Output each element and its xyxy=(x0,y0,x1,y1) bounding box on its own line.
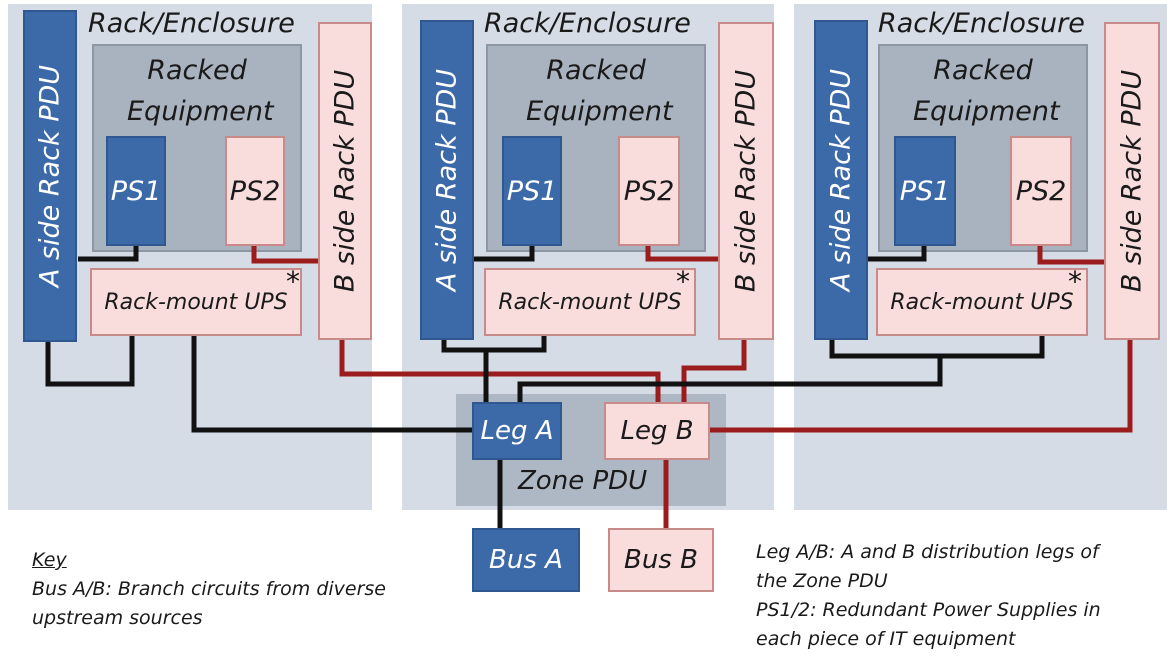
a-side-rack-pdu: A side Rack PDU xyxy=(420,20,474,340)
rack-mount-ups-label: Rack-mount UPS xyxy=(498,289,682,315)
rack-mount-ups-label: Rack-mount UPS xyxy=(890,289,1074,315)
racked-equipment-text: Racked Equipment xyxy=(913,55,1060,127)
wire-a xyxy=(78,246,139,262)
b-side-rack-pdu: B side Rack PDU xyxy=(718,22,774,340)
wire-a xyxy=(191,336,472,433)
leg-b: Leg B xyxy=(604,402,710,460)
racked-equipment-text: Racked Equipment xyxy=(526,55,673,127)
key-heading: Key xyxy=(32,549,67,571)
bus-a-label: Bus A xyxy=(489,545,563,575)
racked-equipment-label: Racked Equipment xyxy=(878,50,1088,132)
ups-footnote-mark: * xyxy=(286,265,300,298)
ps1-label: PS1 xyxy=(506,175,558,207)
leg-b-label: Leg B xyxy=(620,416,694,446)
racked-equipment-text: Racked Equipment xyxy=(127,55,274,127)
rack-title: Rack/Enclosure xyxy=(878,8,1085,39)
wire-a xyxy=(829,336,1045,359)
zone-pdu-label: Zone PDU xyxy=(518,466,648,496)
rack-mount-ups: Rack-mount UPS xyxy=(876,268,1088,336)
bus-b-label: Bus B xyxy=(624,545,698,575)
leg-a-label: Leg A xyxy=(480,416,554,446)
wire-a xyxy=(868,246,927,262)
rack-mount-ups: Rack-mount UPS xyxy=(484,268,696,336)
ups-footnote-mark: * xyxy=(676,265,690,298)
wire-a xyxy=(441,336,547,353)
wire-a xyxy=(517,356,943,412)
wire-b xyxy=(339,340,661,412)
bus-b: Bus B xyxy=(608,528,714,592)
wire-a xyxy=(474,246,535,262)
wire-b xyxy=(645,246,718,262)
ps1-label: PS1 xyxy=(899,175,951,207)
a-side-rack-pdu: A side Rack PDU xyxy=(23,10,77,342)
ps1-power-supply: PS1 xyxy=(894,136,956,246)
key-left: Key Bus A/B: Branch circuits from divers… xyxy=(32,546,452,633)
b-side-rack-pdu: B side Rack PDU xyxy=(318,22,372,340)
key-ps-line-1: PS1/2: Redundant Power Supplies in xyxy=(756,599,1101,621)
ps2-power-supply: PS2 xyxy=(618,136,680,246)
rack-title: Rack/Enclosure xyxy=(484,8,691,39)
rack-title: Rack/Enclosure xyxy=(88,8,295,39)
ps1-label: PS1 xyxy=(110,175,162,207)
rack-mount-ups: Rack-mount UPS xyxy=(90,268,302,336)
wire-b xyxy=(1037,246,1104,265)
b-side-rack-pdu: B side Rack PDU xyxy=(1104,22,1160,340)
ps2-label: PS2 xyxy=(229,175,281,207)
key-leg-line-2: the Zone PDU xyxy=(756,570,888,592)
rack-mount-ups-label: Rack-mount UPS xyxy=(104,289,288,315)
a-side-rack-pdu: A side Rack PDU xyxy=(814,20,868,340)
wire-b xyxy=(681,340,747,412)
bus-a: Bus A xyxy=(472,528,580,592)
ps2-label: PS2 xyxy=(1015,175,1067,207)
ps2-power-supply: PS2 xyxy=(225,136,285,246)
key-bus-line-2: upstream sources xyxy=(32,607,203,629)
key-leg-line-1: Leg A/B: A and B distribution legs of xyxy=(756,541,1099,563)
leg-a: Leg A xyxy=(472,402,562,460)
key-right: Leg A/B: A and B distribution legs of th… xyxy=(756,538,1164,654)
racked-equipment-label: Racked Equipment xyxy=(486,50,706,132)
wire-b xyxy=(251,246,318,264)
ps2-power-supply: PS2 xyxy=(1010,136,1072,246)
ps1-power-supply: PS1 xyxy=(502,136,562,246)
racked-equipment-label: Racked Equipment xyxy=(92,50,302,132)
wire-a xyxy=(45,336,135,387)
wire-b xyxy=(708,340,1133,433)
ps2-label: PS2 xyxy=(623,175,675,207)
key-ps-line-2: each piece of IT equipment xyxy=(756,628,1016,650)
key-bus-line-1: Bus A/B: Branch circuits from diverse xyxy=(32,578,386,600)
ps1-power-supply: PS1 xyxy=(106,136,166,246)
ups-footnote-mark: * xyxy=(1068,265,1082,298)
